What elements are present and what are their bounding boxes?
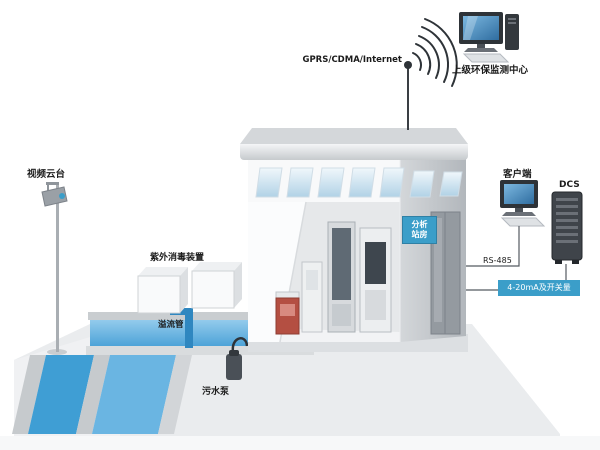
server-slat: [556, 240, 578, 243]
server-slat: [556, 212, 578, 215]
channel-back-wall: [88, 312, 312, 320]
tower-slot: [508, 18, 516, 20]
uv-box1-front: [137, 275, 181, 314]
camera-icon: [41, 186, 68, 207]
wave-icon: [424, 18, 458, 87]
window-icon: [255, 167, 283, 198]
sewage-pump-label: 污水泵: [202, 387, 230, 397]
pump-cap: [229, 350, 239, 356]
roof-front: [240, 144, 468, 160]
cabinet-small-panel: [306, 270, 318, 290]
uv-box1-top: [138, 267, 188, 276]
overflow-pipe-vertical: [185, 308, 193, 348]
pool-water-left: [28, 355, 94, 434]
server-slat: [556, 233, 578, 236]
client-label: 客户端: [503, 169, 532, 180]
dcs-server-icon: [551, 191, 583, 264]
cabinet-tall-glass: [332, 228, 351, 300]
ground-front-strip: [0, 436, 600, 450]
roof-top: [240, 128, 468, 144]
uv-box2-front: [191, 270, 235, 309]
station-sign-text: 分析站房: [411, 219, 428, 239]
uv-box2-side: [234, 262, 242, 308]
wave-icon: [415, 43, 432, 75]
video-ptz-label: 视频云台: [27, 169, 66, 180]
keyboard-icon: [462, 53, 510, 63]
pump-body: [226, 354, 242, 380]
video-camera-pole: [41, 182, 68, 355]
pool-wall-left: [12, 355, 46, 434]
uv-box2-top: [192, 262, 242, 271]
channel-front-wall: [86, 346, 314, 355]
server-slat: [556, 219, 578, 222]
station-sign: 分析站房: [402, 216, 437, 244]
monitor-stand: [477, 44, 485, 48]
server-slat: [556, 226, 578, 229]
overflow-pipe-horizontal: [170, 308, 193, 315]
water-pools: [12, 355, 192, 434]
overflow-pipe-label: 溢流管: [158, 320, 184, 330]
window-icon: [286, 167, 314, 198]
pool-wall-middle: [76, 355, 110, 434]
wave-icon: [421, 26, 449, 83]
window-icon: [439, 171, 463, 197]
server-slat: [556, 205, 578, 208]
keyboard-icon: [500, 217, 546, 227]
monitor-base: [502, 212, 536, 216]
camera-lens-icon: [59, 193, 65, 199]
red-cabinet-top: [275, 291, 300, 299]
sewage-pump: [226, 337, 249, 380]
antenna-head: [404, 61, 412, 69]
rs485-label: RS-485: [483, 256, 512, 265]
wireless-waves-icon: [412, 18, 458, 87]
uv-box1-side: [180, 267, 188, 313]
door-panel: [434, 218, 442, 322]
monitor-base: [464, 48, 498, 52]
dcs-label: DCS: [559, 180, 580, 190]
tower-slot: [508, 22, 516, 24]
cabinet-analyzer-lower: [365, 290, 386, 320]
monitor-screen: [504, 184, 534, 204]
screen-glare: [463, 16, 478, 40]
cabinet-tall-lower: [332, 304, 351, 326]
monitoring-center-label: 上级环保监测中心: [452, 65, 529, 76]
camera-arm: [46, 182, 59, 185]
server-slat: [556, 198, 578, 201]
instrument-cabinets: [275, 221, 392, 335]
pole: [56, 182, 59, 352]
window-icon: [348, 167, 376, 198]
monitor-screen: [463, 16, 499, 40]
window-icon: [379, 167, 405, 198]
cabinet-analyzer-screen: [365, 242, 386, 284]
rs485-wire: [466, 226, 520, 267]
window-icon: [317, 167, 345, 198]
roof: [240, 128, 468, 160]
pool-water-right: [92, 355, 176, 434]
red-cabinet-panel: [280, 304, 295, 316]
front-left-wall: [248, 202, 306, 342]
gprs-label: GPRS/CDMA/Internet: [302, 55, 402, 65]
analog-signal-banner: 4-20mA及开关量: [498, 280, 580, 296]
server-foot: [555, 260, 562, 264]
antenna: [404, 18, 458, 130]
wave-icon: [418, 35, 440, 79]
windows: [255, 167, 463, 198]
uv-disinfection-unit: [137, 262, 242, 348]
window-icon: [409, 170, 435, 198]
uv-device-label: 紫外消毒装置: [150, 253, 205, 263]
pool-wall-right: [158, 355, 192, 434]
server-foot: [572, 260, 579, 264]
monitor-stand: [515, 208, 523, 212]
wave-icon: [412, 52, 422, 71]
monitoring-center-computer-icon: [459, 12, 519, 63]
client-computer-icon: [500, 180, 546, 227]
